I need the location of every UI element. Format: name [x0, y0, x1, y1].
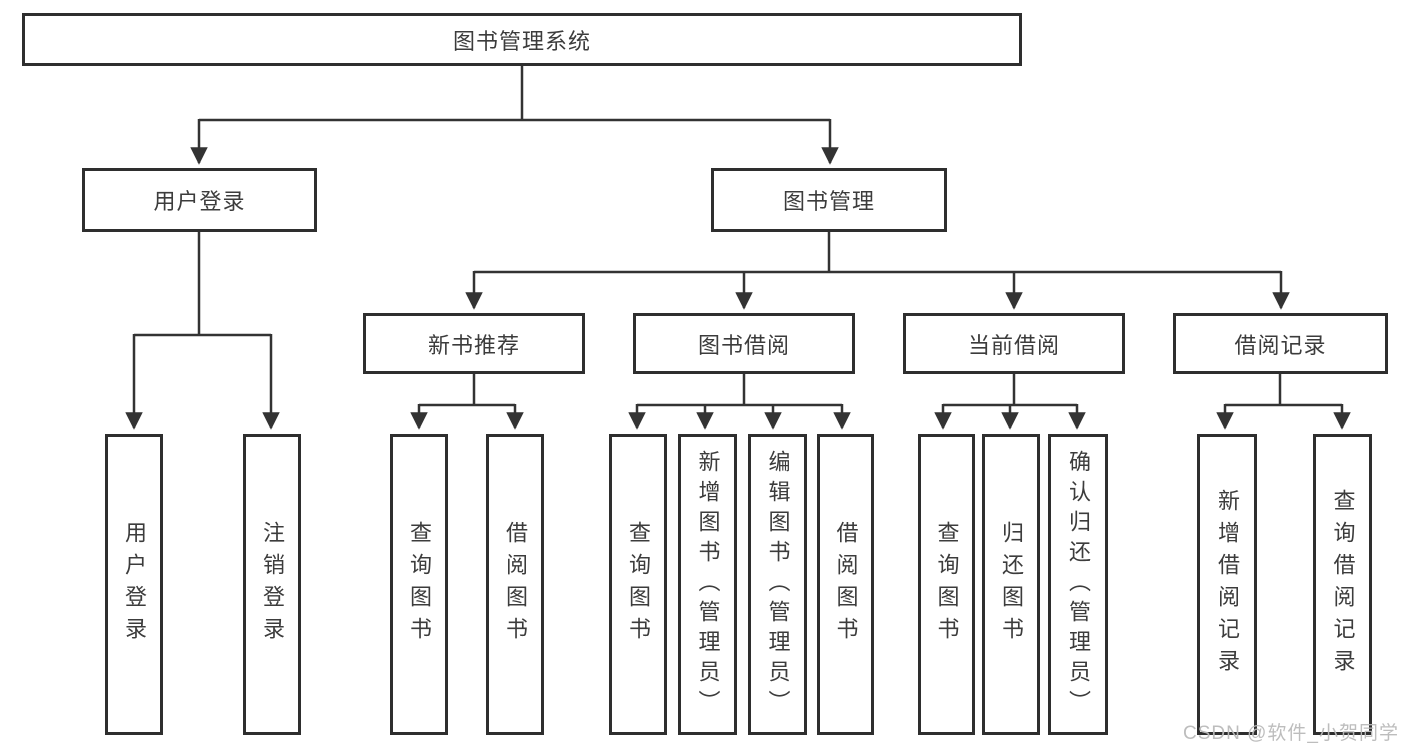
leaf-logout: 注销登录	[243, 434, 301, 735]
leaf-query-books-borrowing: 查询图书	[609, 434, 667, 735]
leaf-add-books-admin: 新增图书（管理员）	[678, 434, 737, 735]
node-label: 当前借阅	[967, 332, 1060, 358]
leaf-query-books-current: 查询图书	[918, 434, 975, 735]
node-label: 借阅记录	[1234, 332, 1327, 358]
node-label: 图书借阅	[697, 332, 790, 358]
leaf-edit-books-admin: 编辑图书（管理员）	[748, 434, 807, 735]
leaf-query-books-recommend: 查询图书	[390, 434, 448, 735]
leaf-query-borrow-record: 查询借阅记录	[1313, 434, 1372, 735]
leaf-borrow-books-recommend: 借阅图书	[486, 434, 544, 735]
node-label: 注销登录	[260, 520, 285, 649]
node-label: 查询借阅记录	[1330, 488, 1356, 681]
node-label: 借阅图书	[833, 520, 859, 649]
node-label: 新增借阅记录	[1215, 488, 1240, 681]
node-label: 查询图书	[626, 520, 651, 649]
leaf-add-borrow-record: 新增借阅记录	[1197, 434, 1257, 735]
node-book-borrowing: 图书借阅	[633, 313, 855, 374]
node-label: 新书推荐	[427, 332, 520, 358]
node-label: 图书管理	[782, 189, 875, 214]
node-new-book-recommend: 新书推荐	[363, 313, 585, 374]
leaf-user-login: 用户登录	[105, 434, 163, 735]
node-label: 归还图书	[999, 520, 1024, 649]
node-current-borrowing: 当前借阅	[903, 313, 1125, 374]
node-label: 查询图书	[407, 520, 432, 649]
leaf-borrow-books-borrowing: 借阅图书	[817, 434, 874, 735]
node-label: 图书管理系统	[452, 28, 591, 54]
leaf-confirm-return-admin: 确认归还（管理员）	[1048, 434, 1108, 735]
csdn-watermark: CSDN @软件_小贺同学	[1183, 723, 1399, 744]
node-library-management-system: 图书管理系统	[22, 13, 1022, 66]
node-label: 确认归还（管理员）	[1066, 449, 1091, 720]
node-label: 新增图书（管理员）	[695, 449, 721, 720]
node-user-login: 用户登录	[82, 168, 317, 232]
node-borrow-records: 借阅记录	[1173, 313, 1388, 374]
node-label: 查询图书	[934, 520, 960, 649]
node-label: 用户登录	[122, 520, 147, 649]
node-label: 用户登录	[153, 189, 246, 214]
leaf-return-books: 归还图书	[982, 434, 1040, 735]
node-label: 借阅图书	[503, 520, 528, 649]
node-label: 编辑图书（管理员）	[765, 449, 791, 720]
node-book-management: 图书管理	[711, 168, 947, 232]
